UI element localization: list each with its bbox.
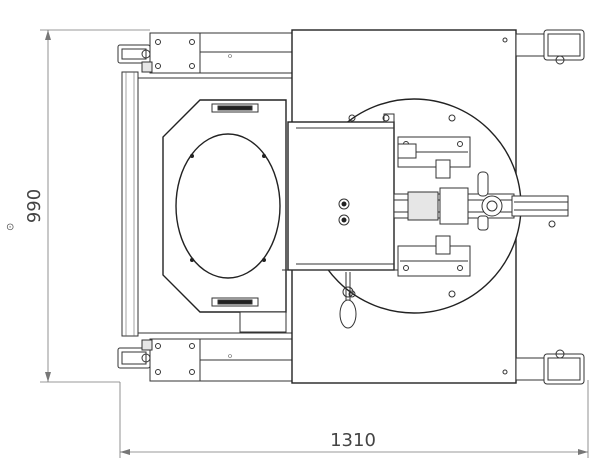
octagonal-tray — [162, 99, 287, 333]
width-dimension-label: 1310 — [330, 430, 376, 451]
height-dimension-label: 990 — [24, 189, 45, 223]
rear-frame — [121, 32, 293, 382]
mast-rails — [397, 136, 471, 277]
dimension-symbol: ⊙ — [6, 222, 14, 233]
rear-caster-top — [117, 44, 153, 73]
front-caster-bottom — [515, 349, 585, 385]
control-box — [282, 113, 398, 271]
lever-knob — [339, 272, 357, 329]
width-dimension: 1310 — [119, 380, 589, 458]
height-dimension: 990 ⊙ — [6, 29, 150, 383]
rear-caster-bottom — [117, 339, 153, 369]
tiller-handle — [393, 171, 569, 231]
front-caster-top — [515, 29, 585, 65]
